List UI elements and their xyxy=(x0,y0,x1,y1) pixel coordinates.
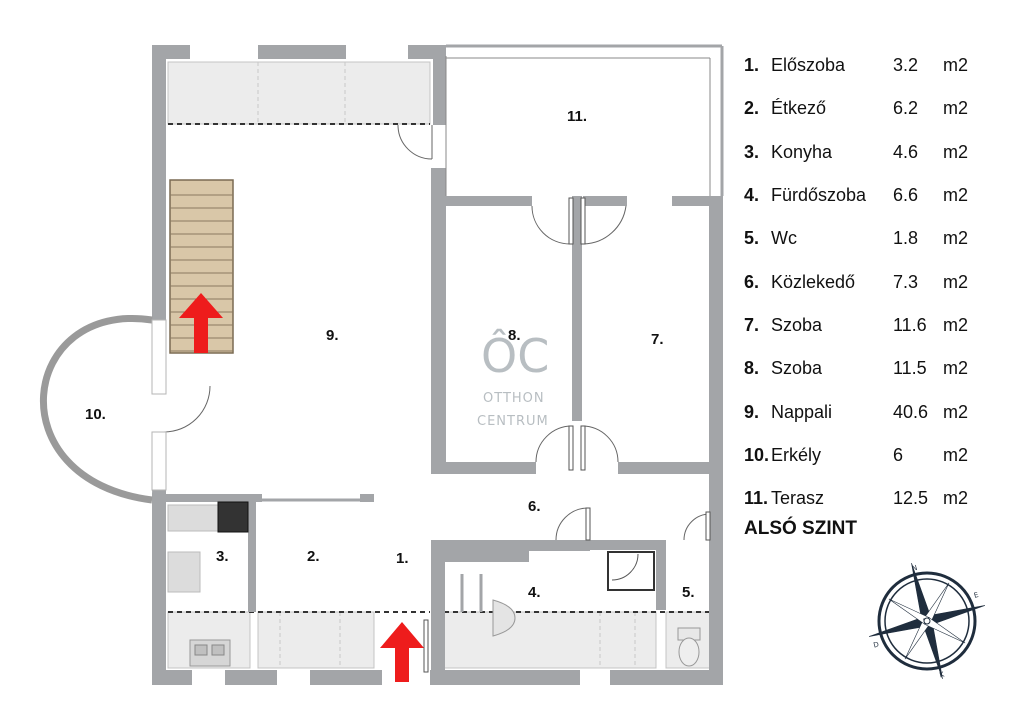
legend-row: 2. Étkező 6.2 m2 xyxy=(744,87,1014,130)
room-label-11: 11. xyxy=(567,108,587,125)
legend-room-unit: m2 xyxy=(943,488,969,509)
legend-room-unit: m2 xyxy=(943,401,969,422)
legend-room-unit: m2 xyxy=(943,444,969,465)
legend-room-name: Erkély xyxy=(771,444,822,465)
legend-room-unit: m2 xyxy=(943,141,969,162)
legend-room-unit: m2 xyxy=(943,314,969,335)
legend-room-number: 3. xyxy=(744,141,760,162)
room-label-10: 10. xyxy=(85,406,106,423)
legend-room-name: Wc xyxy=(771,228,797,249)
compass-east-label: E xyxy=(973,591,979,600)
legend-room-unit: m2 xyxy=(943,185,969,206)
legend-room-name: Nappali xyxy=(771,401,833,422)
legend-room-name: Fürdőszoba xyxy=(771,185,867,206)
legend-room-number: 4. xyxy=(744,185,760,206)
level-title: ALSÓ SZINT xyxy=(744,518,857,539)
legend-row: 10.Erkély 6 m2 xyxy=(744,434,1014,477)
dashed-boundaries xyxy=(168,123,712,613)
legend-room-number: 7. xyxy=(744,314,760,335)
room-label-2: 2. xyxy=(307,548,320,565)
compass-south-label: K xyxy=(939,670,946,679)
legend-room-area: 11.5 xyxy=(893,358,927,379)
legend-room-number: 9. xyxy=(744,401,760,422)
legend-row: 1. Előszoba 3.2 m2 xyxy=(744,44,1014,87)
legend-room-unit: m2 xyxy=(943,358,969,379)
room-label-5: 5. xyxy=(682,584,695,601)
room-label-6: 6. xyxy=(528,498,541,515)
compass-north-label: N xyxy=(911,564,918,573)
stairs-up-arrow xyxy=(179,293,223,353)
legend-room-name: Étkező xyxy=(771,98,827,119)
legend-room-number: 11. xyxy=(744,488,769,509)
legend-row: 11.Terasz 12.5 m2 xyxy=(744,477,1014,520)
legend-room-number: 5. xyxy=(744,228,760,249)
room-label-8: 8. xyxy=(508,327,521,344)
room-label-7: 7. xyxy=(651,331,664,348)
entrance-arrows xyxy=(179,293,424,682)
watermark: ÔC OTTHON CENTRUM xyxy=(477,328,549,429)
legend-room-name: Szoba xyxy=(771,314,823,335)
floor-plan: ÔC OTTHON CENTRUM 1. 2. 3. 4. 5. 6. 7. 8… xyxy=(40,44,724,685)
watermark-line-1: OTTHON xyxy=(483,391,545,406)
legend-room-area: 3.2 xyxy=(893,55,919,76)
legend-room-unit: m2 xyxy=(943,55,969,76)
legend-room-number: 2. xyxy=(744,98,760,119)
legend-room-number: 1. xyxy=(744,55,760,76)
legend-room-name: Közlekedő xyxy=(771,271,856,292)
room-labels: 1. 2. 3. 4. 5. 6. 7. 8. 9. 10. 11. xyxy=(85,108,695,601)
legend-row: 6. Közlekedő 7.3 m2 xyxy=(744,260,1014,303)
legend-row: 9. Nappali 40.6 m2 xyxy=(744,390,1014,433)
legend-room-unit: m2 xyxy=(943,228,969,249)
entrance-arrow xyxy=(380,622,424,682)
legend-room-area: 4.6 xyxy=(893,141,919,162)
legend-room-area: 1.8 xyxy=(893,228,919,249)
room-label-9: 9. xyxy=(326,327,339,344)
legend-room-area: 6.2 xyxy=(893,98,919,119)
legend-room-unit: m2 xyxy=(943,271,969,292)
legend-room-name: Szoba xyxy=(771,358,823,379)
furniture xyxy=(167,501,701,667)
room-label-1: 1. xyxy=(396,550,409,567)
balcony xyxy=(40,314,167,504)
legend-room-area: 6 xyxy=(893,444,904,465)
compass-west-label: D xyxy=(873,640,880,649)
watermark-line-2: CENTRUM xyxy=(477,414,549,429)
legend-room-area: 40.6 xyxy=(893,401,929,422)
watermark-logo: ÔC xyxy=(481,328,549,383)
legend-room-number: 8. xyxy=(744,358,760,379)
compass-rose-icon: N E K D xyxy=(868,562,986,679)
walls xyxy=(152,45,723,685)
legend-room-area: 11.6 xyxy=(893,314,927,335)
legend-row: 5. Wc 1.8 m2 xyxy=(744,217,1014,260)
legend-room-name: Terasz xyxy=(771,488,825,509)
legend-row: 8. Szoba 11.5 m2 xyxy=(744,347,1014,390)
legend-row: 4. Fürdőszoba 6.6 m2 xyxy=(744,174,1014,217)
legend-room-name: Konyha xyxy=(771,141,833,162)
window-zones xyxy=(167,61,711,669)
legend-room-name: Előszoba xyxy=(771,55,846,76)
legend-room-area: 12.5 xyxy=(893,488,929,509)
legend-row: 3. Konyha 4.6 m2 xyxy=(744,131,1014,174)
legend-room-area: 7.3 xyxy=(893,271,919,292)
legend-room-unit: m2 xyxy=(943,98,969,119)
legend-row: 7. Szoba 11.6 m2 xyxy=(744,304,1014,347)
legend-room-number: 6. xyxy=(744,271,760,292)
room-label-3: 3. xyxy=(216,548,229,565)
legend-room-area: 6.6 xyxy=(893,185,919,206)
door-swings xyxy=(163,124,711,541)
legend-room-number: 10. xyxy=(744,444,770,465)
room-label-4: 4. xyxy=(528,584,541,601)
